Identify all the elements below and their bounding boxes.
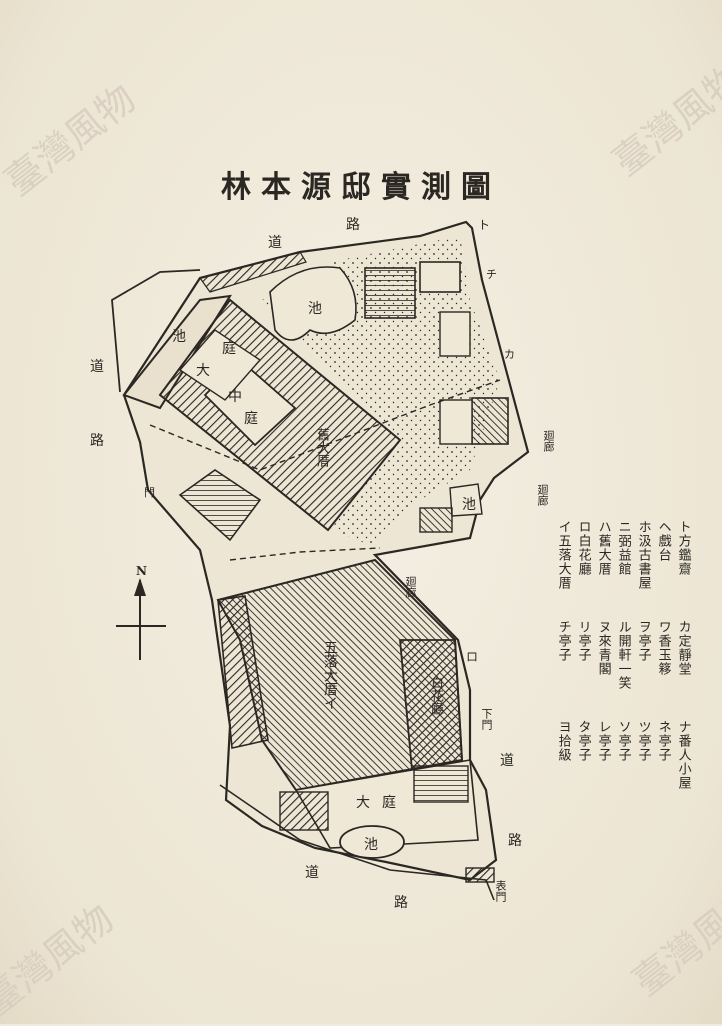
- legend-item-yo: ヨ拾級: [555, 720, 571, 762]
- legend-item-wo: ヲ亭子: [635, 620, 651, 662]
- legend-item-ne: ネ亭子: [655, 720, 671, 762]
- label-old-house: 舊大厝: [314, 428, 329, 467]
- label-middle-court-1: 中: [228, 389, 242, 405]
- lower-block-left: [279, 791, 329, 831]
- legend-item-he: ヘ戲台: [655, 520, 671, 562]
- label-corridor-1: 廻廊: [542, 430, 555, 452]
- legend-item-ka: カ定靜堂: [675, 620, 691, 676]
- label-gate-1: 門: [144, 486, 155, 499]
- label-front-gate: 表門: [494, 880, 507, 902]
- label-letter-to: ト: [478, 218, 491, 232]
- legend-item-ni: ニ弼益館: [615, 520, 631, 576]
- label-letter-chi: チ: [486, 268, 497, 281]
- label-pond-2: 池: [308, 301, 322, 317]
- map-legend: ト方鑑齋 ヘ戲台 ホ汲古書屋 ニ弼益館 ハ舊大厝 ロ白花廳 イ五落大厝 カ定靜堂…: [540, 520, 691, 800]
- legend-item-ta: タ亭子: [575, 720, 591, 762]
- label-big-court-2: 庭: [222, 341, 236, 357]
- label-lower-gate: 下門: [480, 708, 493, 730]
- theater-block: [471, 397, 509, 445]
- legend-item-ri: リ亭子: [575, 620, 591, 662]
- legend-item-to: ト方鑑齋: [675, 520, 691, 576]
- label-big-court-1: 大: [196, 363, 210, 379]
- legend-item-na: ナ番人小屋: [675, 720, 691, 790]
- legend-item-ha: ハ舊大厝: [595, 520, 611, 576]
- label-middle-court-2: 庭: [244, 411, 258, 427]
- label-road-right-2: 路: [508, 833, 522, 849]
- lower-pond: [339, 825, 405, 859]
- label-pond-4: 池: [364, 837, 378, 853]
- label-road-bottom-1: 道: [305, 865, 319, 881]
- label-lower-court-2: 庭: [382, 795, 396, 811]
- label-road-left-2: 路: [90, 433, 104, 449]
- label-road-top-2: 路: [346, 217, 360, 233]
- label-letter-ka: カ: [504, 348, 515, 361]
- hatch-wall-top-left: [199, 251, 307, 293]
- white-flower-hall: [399, 639, 463, 772]
- map-title: 林本源邸實測圖: [221, 170, 501, 205]
- hall-block-top: [364, 267, 416, 319]
- label-corridor-3: 廻廊: [404, 576, 417, 598]
- legend-item-so: ソ亭子: [615, 720, 631, 762]
- legend-item-nu: ヌ來青閣: [595, 620, 611, 676]
- label-five-section-house: 五落大厝イ: [322, 640, 338, 710]
- compass-north-label: N: [136, 564, 147, 578]
- library-block: [419, 507, 453, 533]
- lower-block-right: [413, 765, 469, 803]
- garden-pond-right: [449, 483, 483, 517]
- pond-strip-top-left: [122, 294, 232, 410]
- legend-item-wa: ワ香玉簃: [655, 620, 671, 676]
- garden-path-dashed-2: [229, 547, 381, 561]
- garden-pond-top: [269, 266, 357, 341]
- label-road-bottom-2: 路: [394, 895, 408, 911]
- front-gate: [465, 867, 495, 883]
- legend-item-i: イ五落大厝: [555, 520, 571, 590]
- label-lower-court-1: 大: [356, 795, 370, 811]
- five-section-west-wing: [217, 595, 269, 749]
- legend-item-ru: ル開軒一笑: [615, 620, 631, 690]
- label-road-right-1: 道: [500, 753, 514, 769]
- label-pond-1: 池: [172, 329, 186, 345]
- legend-item-re: レ亭子: [595, 720, 611, 762]
- legend-item-chi: チ亭子: [555, 620, 571, 662]
- legend-item-ro: ロ白花廳: [575, 520, 591, 576]
- pavilion-top-right: [419, 261, 461, 293]
- legend-item-ho: ホ汲古書屋: [635, 520, 651, 590]
- small-building-right: [439, 399, 473, 445]
- big-court-top: [178, 329, 262, 401]
- label-corridor-2: 廻廊: [536, 484, 549, 506]
- label-letter-ro: ロ: [466, 650, 479, 664]
- label-pond-3: 池: [462, 497, 476, 513]
- outer-wall-left: [111, 269, 201, 393]
- outer-road-bottom: [219, 784, 495, 901]
- gate-building-left: [178, 469, 262, 542]
- compass-arrow-icon: [134, 578, 146, 596]
- label-road-top-1: 道: [268, 235, 282, 251]
- legend-item-tsu: ツ亭子: [635, 720, 651, 762]
- building-mid-right: [439, 311, 471, 357]
- label-white-flower-hall: 白花廳: [428, 676, 443, 715]
- label-road-left-1: 道: [90, 359, 104, 375]
